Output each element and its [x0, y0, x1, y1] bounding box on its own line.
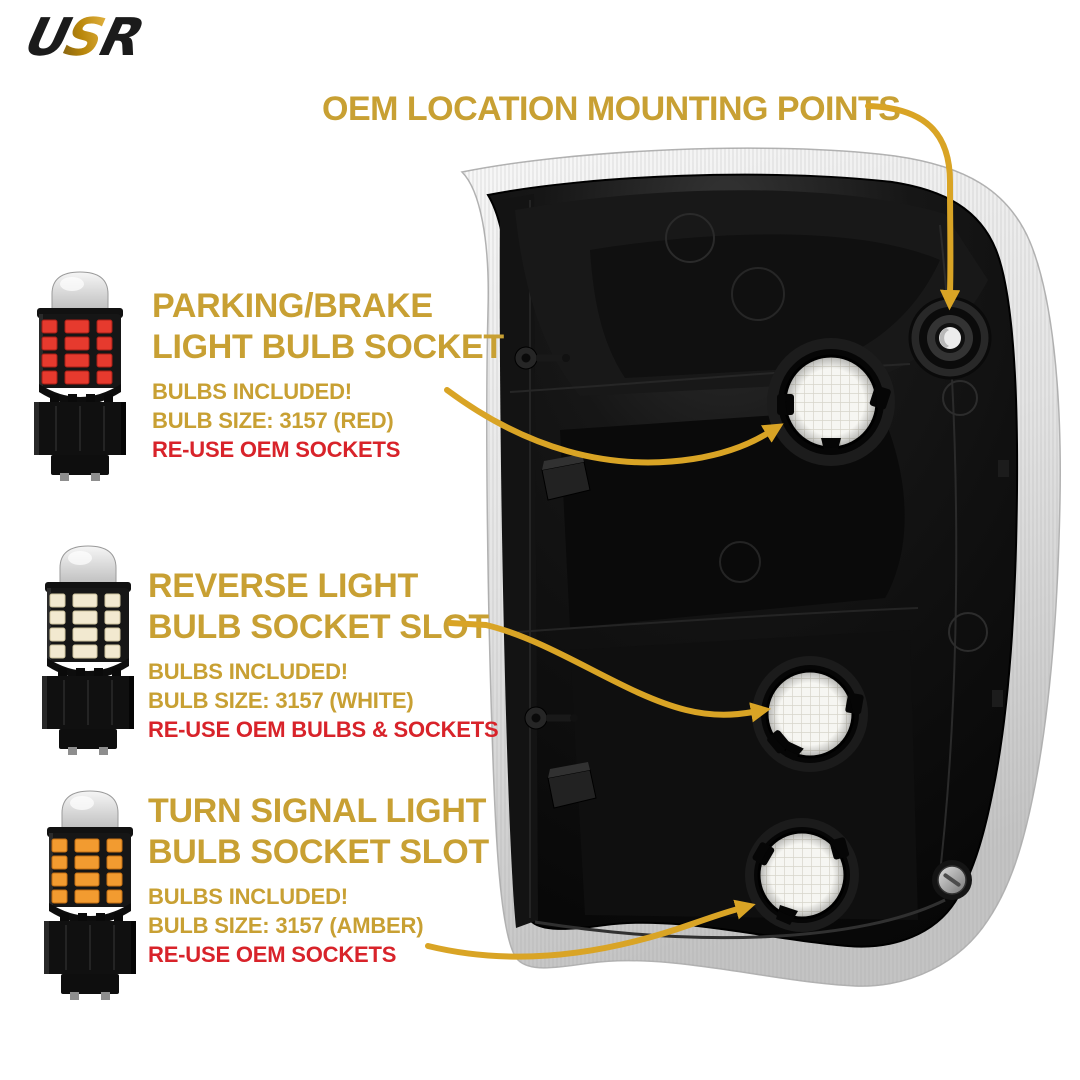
dimple [731, 267, 785, 321]
clip-tab [998, 460, 1009, 477]
note-bulbs-included: BULBS INCLUDED! [148, 884, 348, 909]
bulb-dome [59, 545, 117, 585]
note-reuse: RE-USE OEM SOCKETS [148, 942, 397, 967]
led-bulb-white-icon [42, 545, 134, 755]
section-heading: LIGHT BULB SOCKET [152, 328, 504, 366]
alignment-post [514, 346, 570, 370]
bulb-dome [61, 790, 119, 830]
dimple [665, 213, 715, 263]
section-heading: BULB SOCKET SLOT [148, 608, 489, 646]
oem-mounting-boss [908, 296, 992, 380]
section-reverse: REVERSE LIGHT BULB SOCKET SLOT BULBS INC… [148, 566, 499, 744]
note-bulb-size: BULB SIZE: 3157 (RED) [152, 408, 394, 433]
led-bulb-red-icon [34, 271, 126, 481]
section-turn-signal: TURN SIGNAL LIGHT BULB SOCKET SLOT BULBS… [148, 791, 489, 969]
reverse-socket-hole [752, 656, 868, 772]
bulb-dome [51, 271, 109, 311]
led-bulb-amber-icon [44, 790, 136, 1000]
section-parking-brake: PARKING/BRAKE LIGHT BULB SOCKET BULBS IN… [152, 286, 504, 464]
section-heading: BULB SOCKET SLOT [148, 833, 489, 871]
section-heading: PARKING/BRAKE [152, 287, 433, 325]
turn-signal-socket-hole [745, 818, 859, 932]
dimple [948, 612, 988, 652]
note-bulb-size: BULB SIZE: 3157 (WHITE) [148, 688, 414, 713]
mounting-bracket [547, 762, 597, 809]
section-heading: REVERSE LIGHT [148, 567, 419, 605]
dimple [942, 380, 978, 416]
parking-brake-socket-hole [767, 338, 895, 466]
dimple [719, 541, 761, 583]
page-title: OEM LOCATION MOUNTING POINTS [322, 90, 901, 128]
clip-tab [992, 690, 1003, 707]
screw-insert [932, 860, 972, 900]
note-bulbs-included: BULBS INCLUDED! [148, 659, 348, 684]
note-reuse: RE-USE OEM SOCKETS [152, 437, 401, 462]
note-reuse: RE-USE OEM BULBS & SOCKETS [148, 717, 499, 742]
tail-light-housing-back-view [460, 147, 1061, 987]
left-flange [499, 194, 538, 928]
lower-reflector-panel [570, 630, 918, 920]
note-bulbs-included: BULBS INCLUDED! [152, 379, 352, 404]
note-bulb-size: BULB SIZE: 3157 (AMBER) [148, 913, 424, 938]
section-heading: TURN SIGNAL LIGHT [148, 792, 487, 830]
usr-logo: U S R [18, 8, 156, 64]
